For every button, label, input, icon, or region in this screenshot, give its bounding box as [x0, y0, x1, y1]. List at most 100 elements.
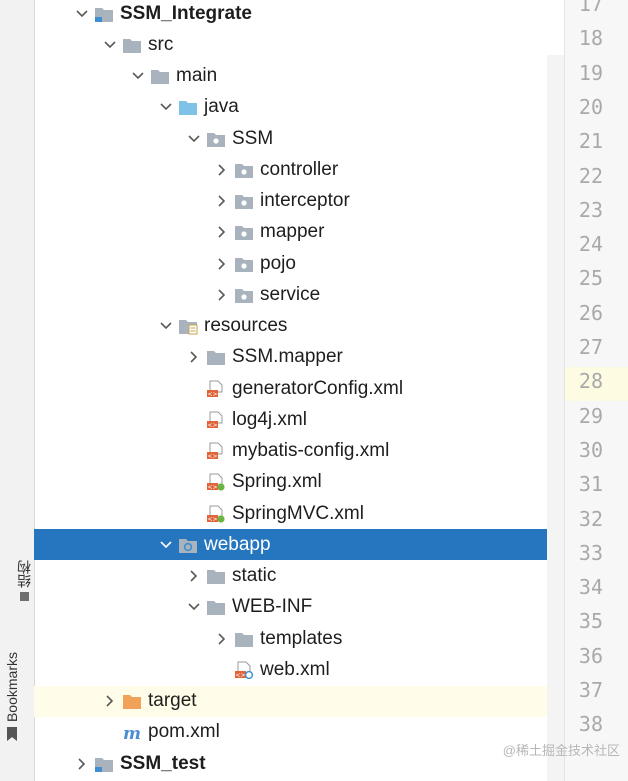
line-number: 31: [578, 472, 603, 497]
package-icon: [234, 255, 254, 273]
web-folder-icon: [178, 536, 198, 554]
line-number: 19: [578, 60, 603, 85]
line-number: 37: [578, 678, 603, 702]
tree-item-label: webapp: [204, 533, 271, 555]
tree-item-label: java: [204, 96, 239, 118]
tree-row-mapper[interactable]: mapper: [34, 217, 564, 248]
resources-folder-icon: [178, 317, 198, 335]
tree-row-ssm-test[interactable]: SSM_test: [34, 748, 564, 779]
folder-icon: [150, 67, 170, 85]
tree-item-label: SpringMVC.xml: [232, 502, 364, 524]
tree-row-log4j-xml[interactable]: <>log4j.xml: [34, 404, 564, 435]
no-chevron: [186, 474, 202, 490]
collapsed-chevron-icon[interactable]: [214, 162, 230, 178]
collapsed-chevron-icon[interactable]: [214, 224, 230, 240]
line-number: 32: [578, 506, 603, 531]
current-line-highlight: [565, 367, 628, 402]
tree-scrollbar[interactable]: [547, 55, 564, 781]
tree-row-java[interactable]: java: [34, 92, 564, 123]
tree-row-templates[interactable]: templates: [34, 623, 564, 654]
tree-row-web-xml[interactable]: <> web.xml: [34, 654, 564, 685]
web-xml-icon: <>: [234, 661, 254, 679]
structure-tool-tab[interactable]: 结构: [4, 560, 44, 601]
tree-row-mybatis-config-xml[interactable]: <>mybatis-config.xml: [34, 436, 564, 467]
structure-icon: [19, 592, 29, 601]
expanded-chevron-icon[interactable]: [130, 68, 146, 84]
structure-tab-label: 结构: [16, 560, 32, 588]
line-number: 38: [578, 712, 603, 737]
tree-row-main[interactable]: main: [34, 61, 564, 92]
tree-row-service[interactable]: service: [34, 279, 564, 310]
expanded-chevron-icon[interactable]: [158, 318, 174, 334]
line-number: 29: [578, 403, 603, 428]
tree-item-label: SSM: [232, 127, 274, 149]
tree-row-ssm[interactable]: SSM: [34, 123, 564, 154]
folder-icon: [234, 630, 254, 648]
bookmarks-tool-tab[interactable]: Bookmarks: [4, 652, 20, 742]
folder-icon: [122, 36, 142, 54]
expanded-chevron-icon[interactable]: [158, 537, 174, 553]
tree-item-label: controller: [260, 158, 339, 180]
tree-row-interceptor[interactable]: interceptor: [34, 186, 564, 217]
spring-xml-icon: <>: [206, 473, 226, 491]
tree-row-web-inf[interactable]: WEB-INF: [34, 592, 564, 623]
excluded-folder-icon: [122, 692, 142, 710]
tree-item-label: SSM_Integrate: [120, 2, 252, 24]
line-number: 24: [578, 232, 603, 257]
line-number: 27: [578, 335, 603, 359]
tree-row-generatorconfig-xml[interactable]: <>generatorConfig.xml: [34, 373, 564, 404]
xml-file-icon: <>: [206, 380, 226, 398]
tree-row-ssm-mapper[interactable]: SSM.mapper: [34, 342, 564, 373]
line-number: 23: [578, 197, 603, 222]
no-chevron: [186, 443, 202, 459]
expanded-chevron-icon[interactable]: [74, 6, 90, 22]
tree-row-src[interactable]: src: [34, 29, 564, 60]
no-chevron: [186, 506, 202, 522]
collapsed-chevron-icon[interactable]: [186, 349, 202, 365]
module-folder-icon: [94, 5, 114, 23]
no-chevron: [102, 724, 118, 740]
line-number: 21: [578, 129, 603, 154]
tree-row-static[interactable]: static: [34, 561, 564, 592]
tree-row-pojo[interactable]: pojo: [34, 248, 564, 279]
tree-row-spring-xml[interactable]: <>Spring.xml: [34, 467, 564, 498]
tree-row-controller[interactable]: controller: [34, 154, 564, 185]
tree-row-ssm-integrate[interactable]: SSM_Integrate: [34, 0, 564, 29]
collapsed-chevron-icon[interactable]: [102, 693, 118, 709]
tree-item-label: src: [148, 33, 174, 55]
svg-text:<>: <>: [207, 516, 217, 523]
tree-item-label: pom.xml: [148, 721, 220, 743]
line-number: 35: [578, 609, 603, 634]
tree-item-label: WEB-INF: [232, 596, 313, 618]
tree-row-webapp[interactable]: webapp: [34, 529, 564, 561]
tree-item-label: mapper: [260, 221, 325, 243]
spring-xml-icon: <>: [206, 505, 226, 523]
tree-row-resources[interactable]: resources: [34, 311, 564, 342]
tree-item-label: templates: [260, 627, 343, 649]
collapsed-chevron-icon[interactable]: [186, 568, 202, 584]
xml-file-icon: <>: [206, 442, 226, 460]
expanded-chevron-icon[interactable]: [186, 599, 202, 615]
tree-item-label: web.xml: [260, 658, 330, 680]
collapsed-chevron-icon[interactable]: [214, 631, 230, 647]
tree-row-target[interactable]: target: [34, 685, 564, 717]
left-tool-strip: 结构 Bookmarks: [0, 0, 35, 781]
line-number: 22: [578, 163, 603, 188]
xml-file-icon: <>: [206, 411, 226, 429]
expanded-chevron-icon[interactable]: [102, 37, 118, 53]
collapsed-chevron-icon[interactable]: [214, 256, 230, 272]
collapsed-chevron-icon[interactable]: [74, 756, 90, 772]
line-number: 18: [578, 26, 603, 51]
package-icon: [234, 192, 254, 210]
expanded-chevron-icon[interactable]: [158, 99, 174, 115]
collapsed-chevron-icon[interactable]: [214, 287, 230, 303]
tree-item-label: static: [232, 565, 277, 586]
collapsed-chevron-icon[interactable]: [214, 193, 230, 209]
no-chevron: [186, 412, 202, 428]
expanded-chevron-icon[interactable]: [186, 131, 202, 147]
tree-row-springmvc-xml[interactable]: <> SpringMVC.xml: [34, 498, 564, 529]
line-number: 20: [578, 94, 603, 119]
tree-item-label: interceptor: [260, 190, 350, 211]
